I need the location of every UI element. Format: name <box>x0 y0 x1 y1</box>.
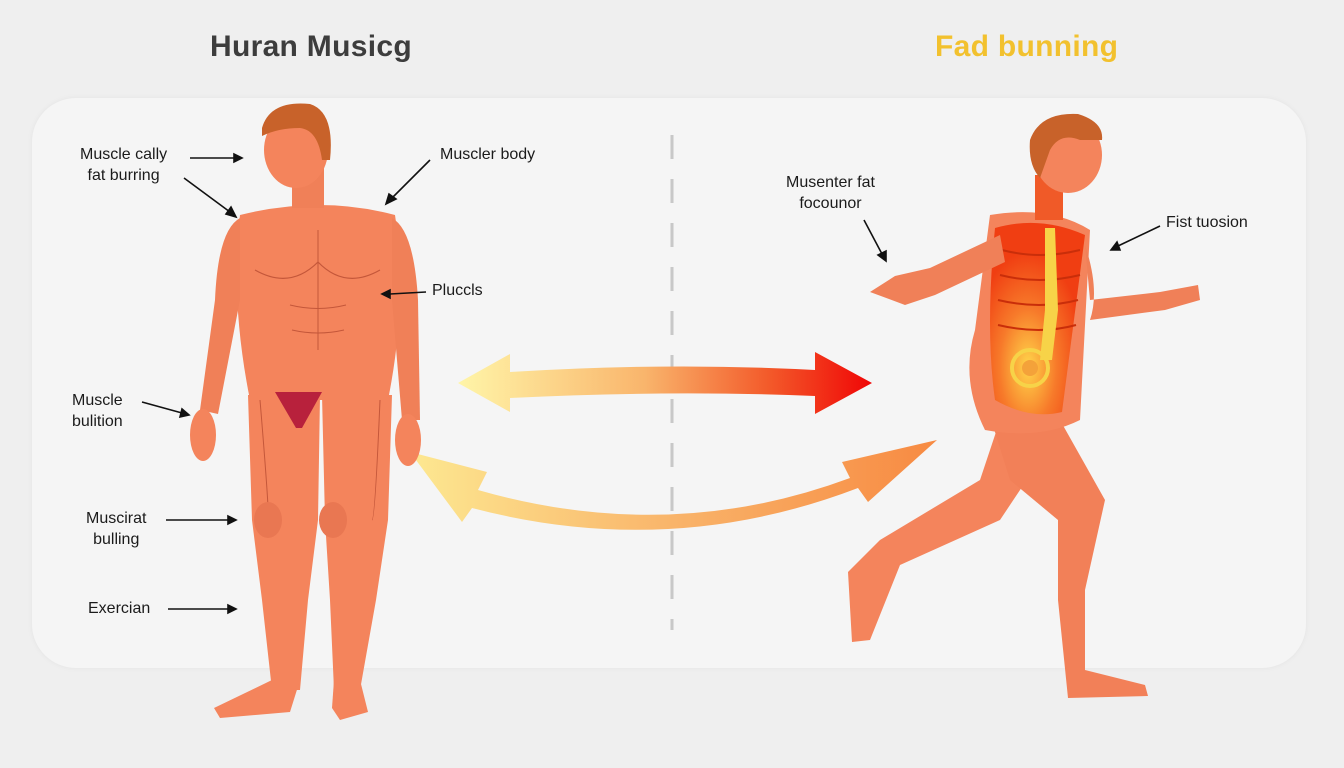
running-figure <box>848 113 1200 698</box>
label-muscirat-bulling: Muscirat bulling <box>86 510 147 548</box>
label-musenter-fat: Musenter fat focounor <box>786 174 875 212</box>
left-title: Huran Musicg <box>210 30 412 63</box>
label-muscler-body: Muscler body <box>440 146 536 163</box>
label-exercian: Exercian <box>88 600 151 617</box>
top-double-arrow <box>458 352 872 414</box>
label-muscle-bulition: Muscle bulition <box>72 392 123 430</box>
label-fist-tuosion: Fist tuosion <box>1166 214 1248 231</box>
right-title: Fad bunning <box>935 30 1119 63</box>
bottom-curved-arrow <box>410 440 937 530</box>
label-pluccls: Pluccls <box>432 282 483 299</box>
annotation-arrows <box>141 152 1161 615</box>
label-muscle-cally: Muscle cally fat burring <box>80 146 168 184</box>
standing-figure <box>190 103 421 720</box>
